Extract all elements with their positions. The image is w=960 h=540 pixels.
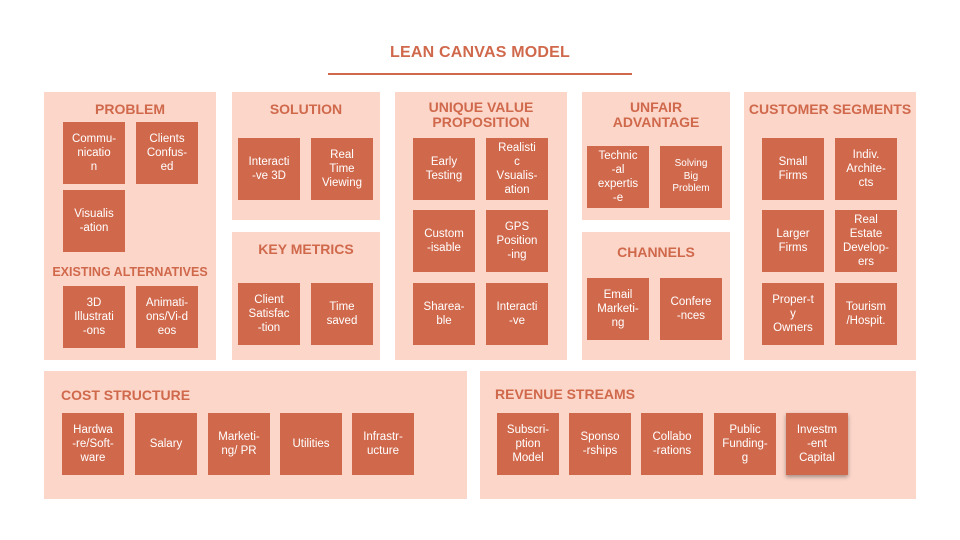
cost-card: Salary [135,413,197,475]
unfair-advantage-title: UNFAIR ADVANTAGE [612,99,700,130]
problem-title: PROBLEM [95,101,165,117]
uvp-card: Realisti c Vsualis- ation [486,138,548,200]
uvp-card: Custom -isable [413,210,475,272]
cost-card: Infrastr- ucture [352,413,414,475]
revenue-card: Investm -ent Capital [786,413,848,475]
problem-card: Visualis -ation [63,190,125,252]
revenue-card: Sponso -rships [569,413,631,475]
customer-segment-card: Small Firms [762,138,824,200]
uvp-card: Sharea- ble [413,283,475,345]
solution-card: Real Time Viewing [311,138,373,200]
uvp-title: UNIQUE VALUE PROPOSITION [428,99,534,130]
key-metric-card: Client Satisfac -tion [238,283,300,345]
existing-alternatives-title: EXISTING ALTERNATIVES [52,265,208,279]
key-metric-card: Time saved [311,283,373,345]
alternative-card: Animati- ons/Vi-d eos [136,286,198,348]
revenue-card: Public Funding- g [714,413,776,475]
customer-segment-card: Real Estate Develop- ers [835,210,897,272]
solution-title: SOLUTION [269,101,343,117]
uvp-card: GPS Position -ing [486,210,548,272]
title-underline [328,73,632,75]
cost-card: Marketi- ng/ PR [208,413,270,475]
key-metrics-title: KEY METRICS [258,241,354,257]
canvas-title: LEAN CANVAS MODEL [390,44,570,61]
revenue-card: Subscri- ption Model [497,413,559,475]
unfair-advantage-card: Technic -al expertis -e [587,146,649,208]
revenue-streams-title: REVENUE STREAMS [495,386,636,402]
problem-card: Commu- nicatio n [63,122,125,184]
unfair-advantage-card: Solving Big Problem [660,146,722,208]
cost-card: Hardwa -re/Soft- ware [62,413,124,475]
problem-card: Clients Confus- ed [136,122,198,184]
customer-segment-card: Tourism /Hospit. [835,283,897,345]
channels-title: CHANNELS [617,244,695,260]
solution-card: Interacti -ve 3D [238,138,300,200]
revenue-card: Collabo -rations [641,413,703,475]
customer-segment-card: Indiv. Archite- cts [835,138,897,200]
customer-segment-card: Larger Firms [762,210,824,272]
customer-segments-title: CUSTOMER SEGMENTS [748,101,912,117]
uvp-card: Interacti -ve [486,283,548,345]
cost-card: Utilities [280,413,342,475]
channel-card: Confere -nces [660,278,722,340]
channel-card: Email Marketi- ng [587,278,649,340]
alternative-card: 3D Illustrati -ons [63,286,125,348]
cost-structure-title: COST STRUCTURE [61,387,191,403]
uvp-card: Early Testing [413,138,475,200]
customer-segment-card: Proper-t y Owners [762,283,824,345]
